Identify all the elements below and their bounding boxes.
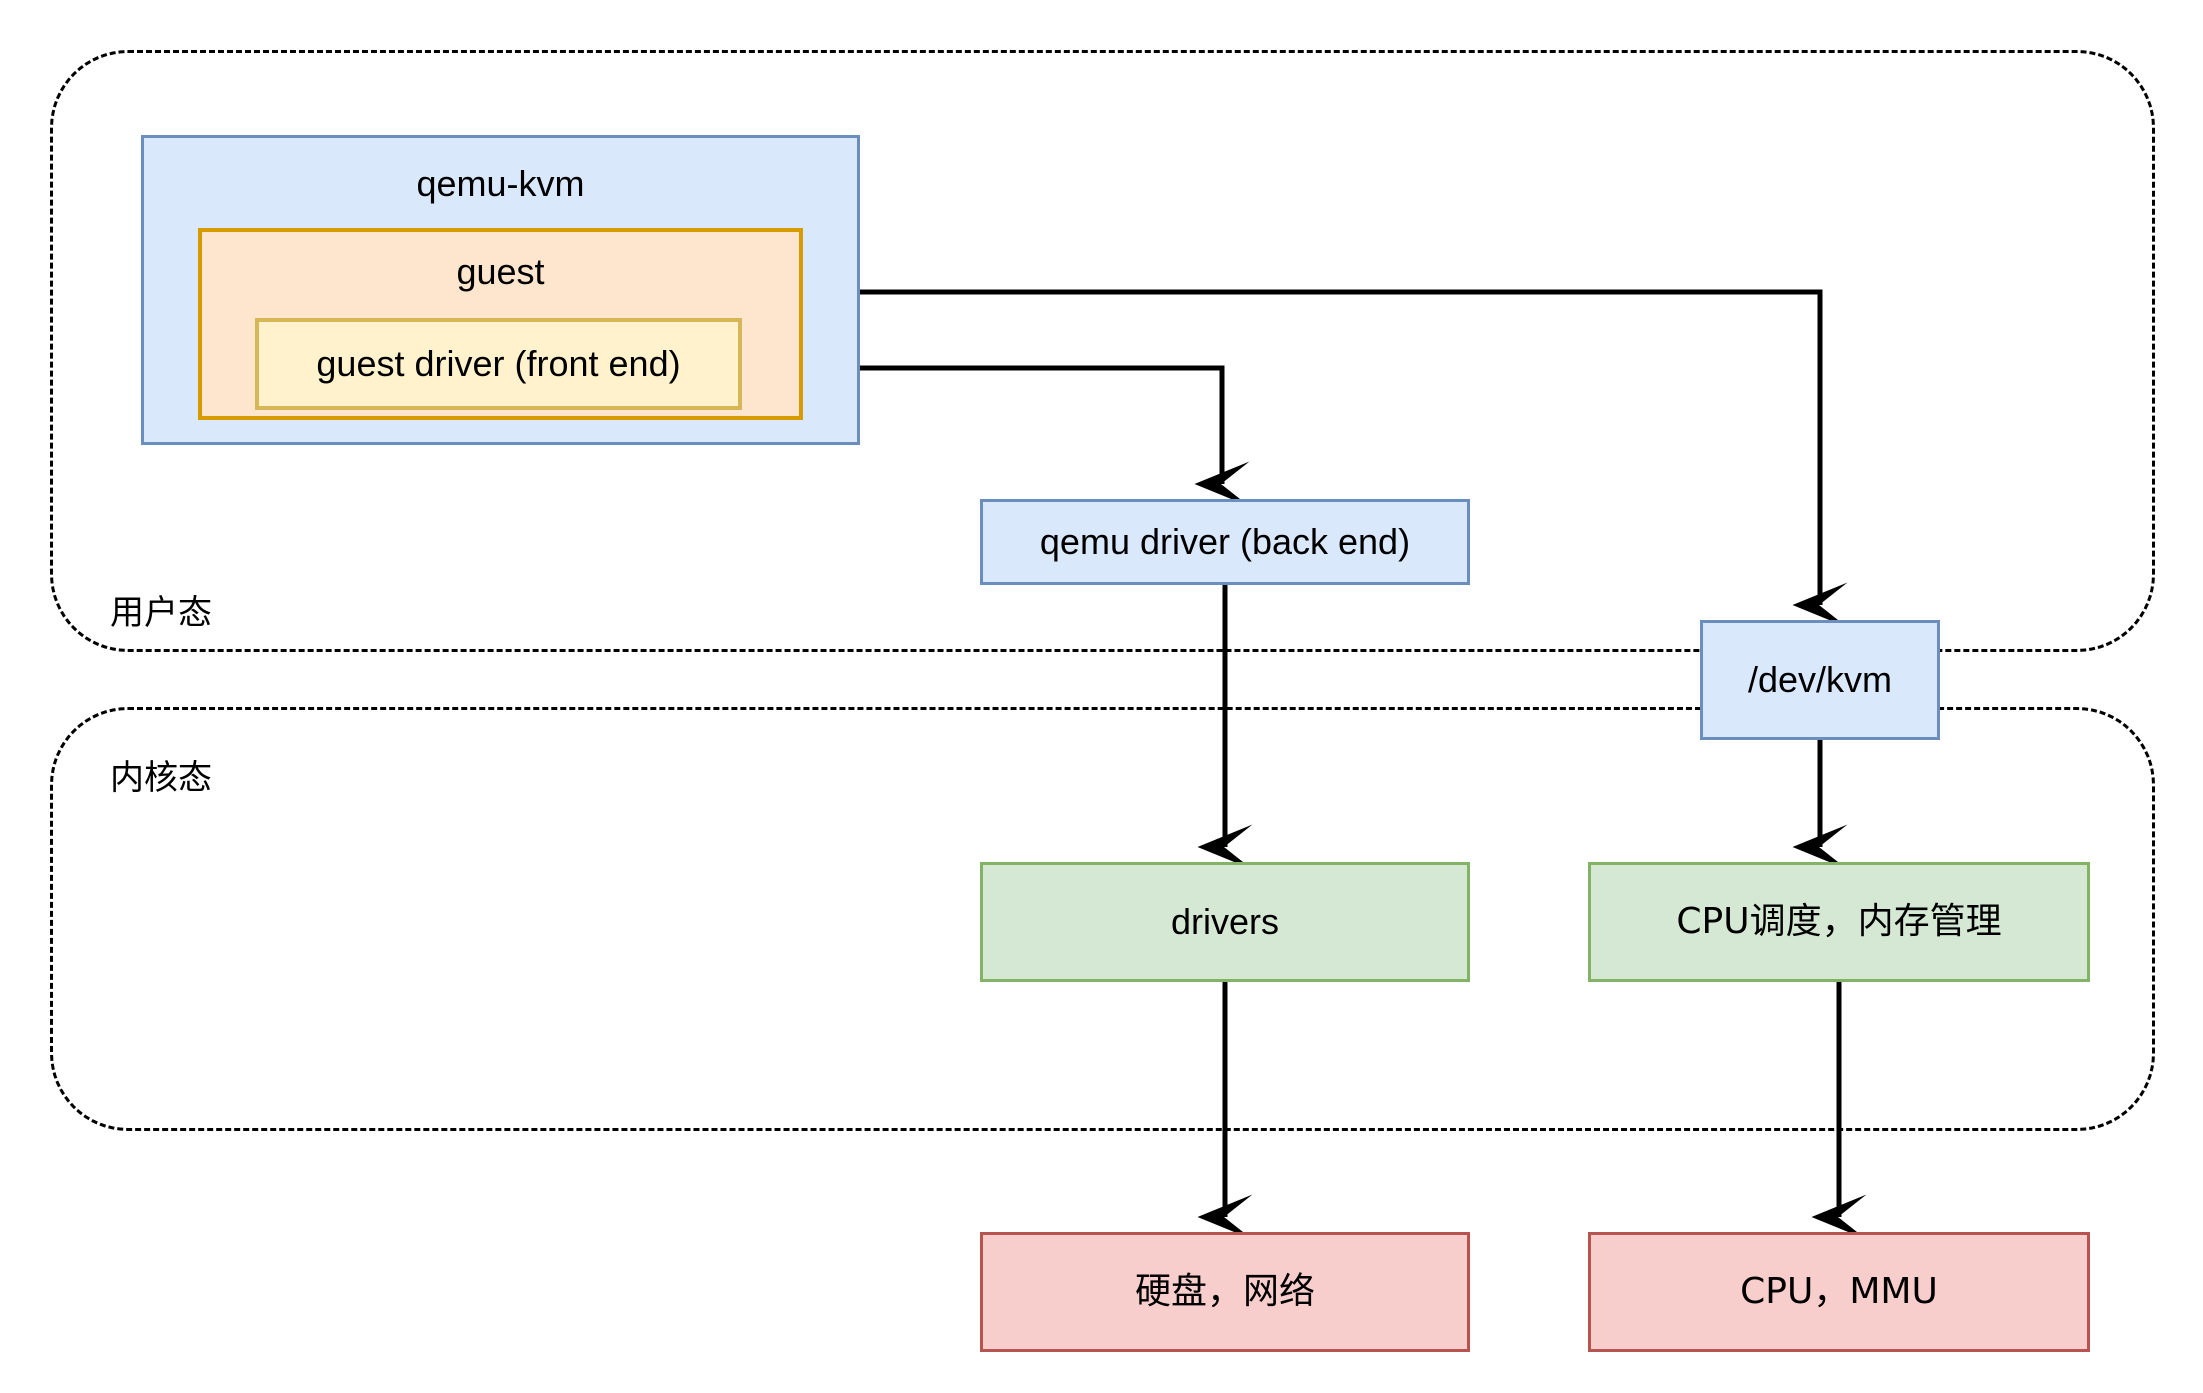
node-guest-driver[interactable]: guest driver (front end) (255, 318, 742, 410)
node-cpu-mmu-label: CPU，MMU (1740, 1271, 1938, 1313)
node-qemu-driver-label: qemu driver (back end) (1039, 521, 1411, 563)
node-drivers[interactable]: drivers (980, 862, 1470, 982)
node-disk-net-label: 硬盘，网络 (1134, 1271, 1315, 1313)
node-drivers-label: drivers (1170, 901, 1280, 943)
node-guest-driver-label: guest driver (front end) (316, 343, 681, 385)
node-dev-kvm[interactable]: /dev/kvm (1700, 620, 1940, 740)
node-qemu-driver[interactable]: qemu driver (back end) (980, 499, 1470, 585)
node-cpu-mmu[interactable]: CPU，MMU (1588, 1232, 2090, 1352)
zone-user-mode (50, 50, 2155, 652)
node-guest-label: guest (456, 251, 545, 292)
node-dev-kvm-label: /dev/kvm (1747, 659, 1893, 701)
zone-kernel-mode (50, 707, 2155, 1131)
node-cpu-sched-label: CPU调度，内存管理 (1676, 901, 2002, 943)
zone-kernel-mode-label: 内核态 (110, 758, 212, 798)
node-qemu-kvm-label: qemu-kvm (416, 163, 585, 204)
node-cpu-scheduling-memory-management[interactable]: CPU调度，内存管理 (1588, 862, 2090, 982)
node-disk-network[interactable]: 硬盘，网络 (980, 1232, 1470, 1352)
zone-user-mode-label: 用户态 (110, 593, 212, 633)
